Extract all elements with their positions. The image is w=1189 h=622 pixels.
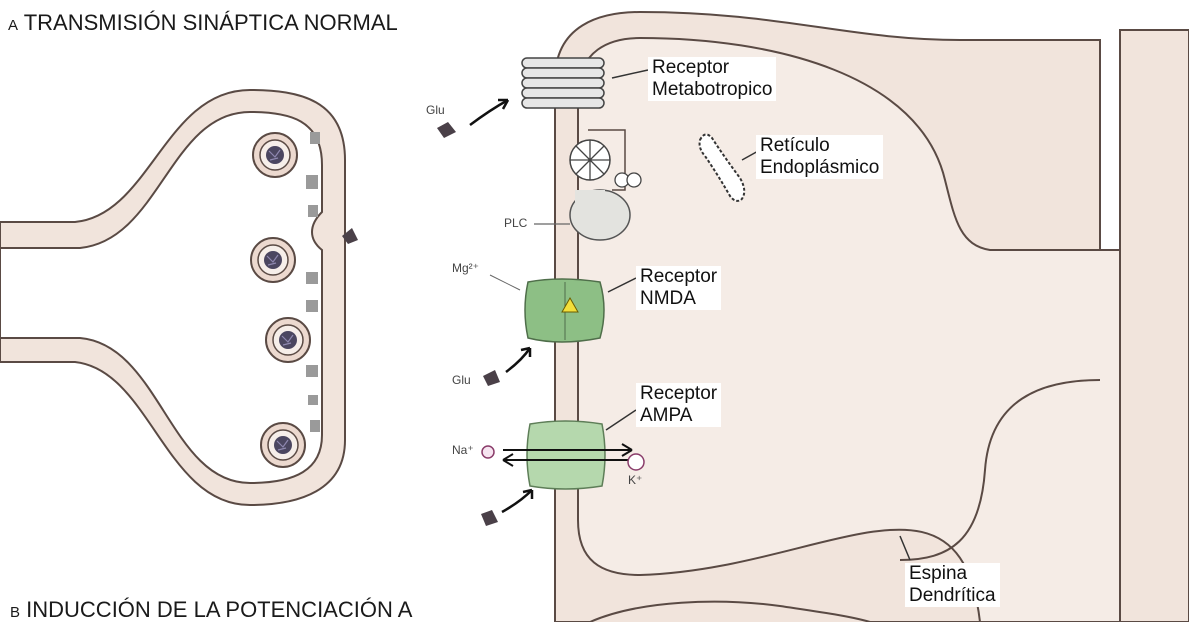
label-line: Receptor	[640, 266, 717, 288]
label-line: Receptor	[640, 383, 717, 405]
label-k: K⁺	[628, 474, 642, 488]
vesicle	[253, 133, 297, 177]
section-b-title: INDUCCIÓN DE LA POTENCIACIÓN A	[26, 597, 412, 622]
label-line: Retículo	[760, 135, 879, 157]
label-line: Receptor	[652, 57, 772, 79]
vesicle	[251, 238, 295, 282]
glutamate-molecule	[483, 370, 500, 386]
label-mg: Mg²⁺	[452, 262, 479, 276]
label-line: Metabotropico	[652, 79, 772, 101]
label-line: Dendrítica	[909, 585, 996, 607]
label-glu-top: Glu	[426, 104, 445, 118]
label-dendritic-spine: Espina Dendrítica	[905, 563, 1000, 607]
label-metabotropic-receptor: Receptor Metabotropico	[648, 57, 776, 101]
section-a-prefix: A	[8, 17, 18, 34]
arrow	[506, 348, 530, 372]
label-na: Na⁺	[452, 444, 474, 458]
section-a-title: TRANSMISIÓN SINÁPTICA NORMAL	[24, 10, 398, 35]
sodium-ion	[482, 446, 494, 458]
potassium-ion	[628, 454, 644, 470]
label-glu-mid: Glu	[452, 374, 471, 388]
label-line: AMPA	[640, 405, 717, 427]
glutamate-molecule	[437, 122, 456, 138]
arrow	[470, 100, 508, 125]
label-line: Espina	[909, 563, 996, 585]
metabotropic-receptor	[522, 58, 604, 108]
label-nmda-receptor: Receptor NMDA	[636, 266, 721, 310]
vesicle	[261, 423, 305, 467]
label-line: NMDA	[640, 288, 717, 310]
nmda-receptor	[490, 275, 604, 342]
vesicle	[266, 318, 310, 362]
section-b-prefix: B	[10, 604, 20, 621]
section-b-heading: B INDUCCIÓN DE LA POTENCIACIÓN A	[10, 597, 412, 622]
glutamate-molecules	[437, 122, 500, 526]
dendritic-spine	[555, 12, 1189, 622]
section-a-heading: A TRANSMISIÓN SINÁPTICA NORMAL	[8, 10, 398, 35]
label-endoplasmic-reticulum: Retículo Endoplásmico	[756, 135, 883, 179]
label-ampa-receptor: Receptor AMPA	[636, 383, 721, 427]
dendrite-shaft	[1120, 30, 1189, 622]
label-line: Endoplásmico	[760, 157, 879, 179]
glutamate-molecule	[481, 510, 498, 526]
label-plc: PLC	[504, 217, 527, 231]
arrow	[502, 490, 532, 512]
